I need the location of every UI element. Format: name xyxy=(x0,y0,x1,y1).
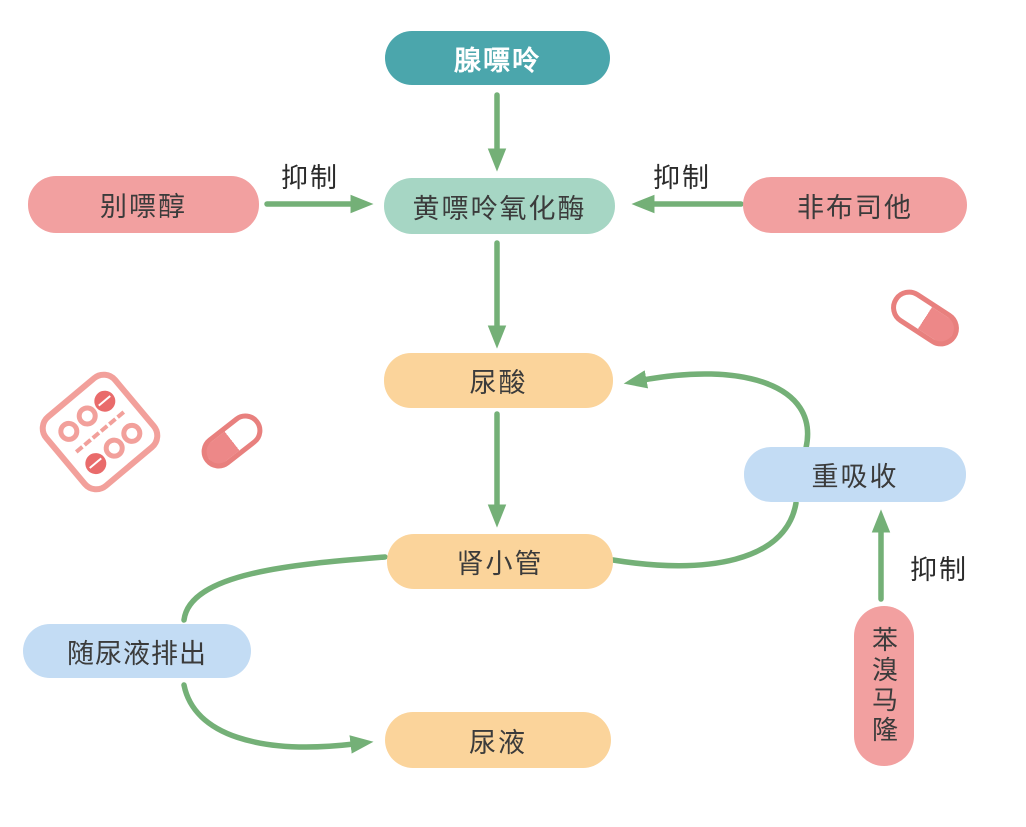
edge-label-inhibit-benzbromarone: 抑制 xyxy=(910,555,968,585)
curve-tubule-to-reabsorption xyxy=(610,500,799,569)
node-uric-acid: 尿酸 xyxy=(384,353,613,408)
node-excreted-in-urine: 随尿液排出 xyxy=(23,624,251,678)
node-adenine: 腺嘌呤 xyxy=(385,31,610,85)
curve-reabsorption-to-uric-acid xyxy=(623,370,811,451)
curve-excretion-to-urine xyxy=(181,682,374,754)
node-urine: 尿液 xyxy=(385,712,611,768)
node-reabsorption: 重吸收 xyxy=(744,447,966,502)
node-febuxostat: 非布司他 xyxy=(743,177,967,233)
curve-tubule-to-excretion xyxy=(181,554,388,623)
node-benzbromarone: 苯溴马隆 xyxy=(854,606,914,766)
edge-label-inhibit-febuxostat: 抑制 xyxy=(653,163,711,193)
node-allopurinol: 别嘌醇 xyxy=(28,176,259,233)
edge-label-inhibit-allopurinol: 抑制 xyxy=(281,163,339,193)
node-renal-tubule: 肾小管 xyxy=(387,534,613,589)
node-xanthine-oxidase: 黄嘌呤氧化酶 xyxy=(384,178,615,234)
